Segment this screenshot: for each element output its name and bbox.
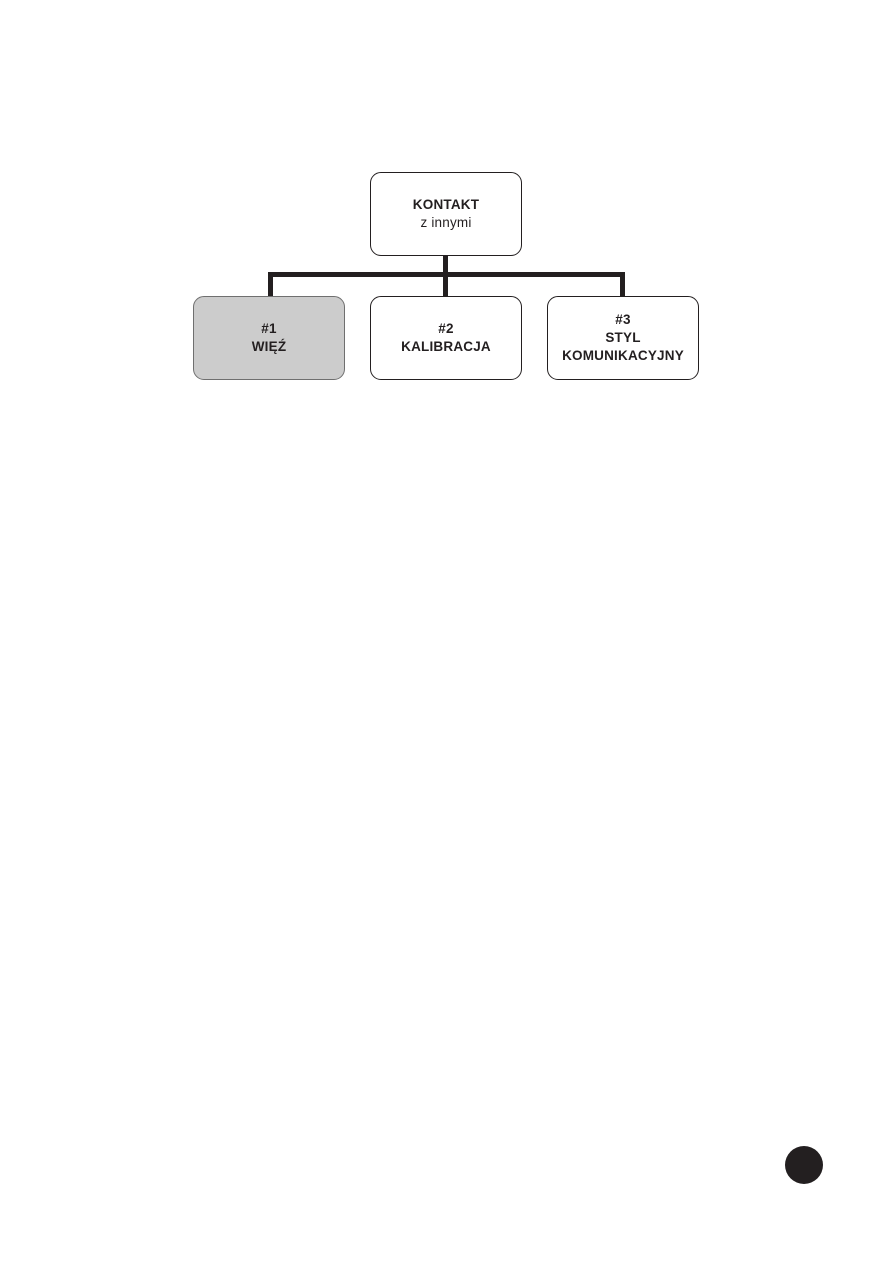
node-styl-komunikacyjny[interactable]: #3 STYL KOMUNIKACYJNY	[547, 296, 699, 380]
connector-drop-child-1	[268, 272, 273, 298]
connector-root-stem	[443, 255, 448, 277]
node-kalibracja-number: #2	[438, 321, 454, 337]
hierarchy-diagram: KONTAKT z innymi #1 WIĘŹ #2 KALIBRACJA #…	[0, 0, 893, 420]
page-marker-dot	[785, 1146, 823, 1184]
connector-drop-child-3	[620, 272, 625, 298]
node-styl-komunikacyjny-label-line-2: KOMUNIKACYJNY	[562, 347, 684, 363]
node-wiez[interactable]: #1 WIĘŹ	[193, 296, 345, 380]
node-root-subtitle: z innymi	[420, 215, 472, 230]
node-styl-komunikacyjny-label: STYL	[605, 330, 641, 346]
node-kalibracja[interactable]: #2 KALIBRACJA	[370, 296, 522, 380]
node-wiez-number: #1	[261, 321, 277, 337]
node-kalibracja-label: KALIBRACJA	[401, 339, 491, 354]
node-kontakt-z-innymi[interactable]: KONTAKT z innymi	[370, 172, 522, 256]
node-styl-komunikacyjny-number: #3	[615, 312, 631, 328]
node-root-title: KONTAKT	[412, 197, 480, 213]
node-wiez-label: WIĘŹ	[251, 339, 287, 354]
connector-drop-child-2	[443, 272, 448, 298]
